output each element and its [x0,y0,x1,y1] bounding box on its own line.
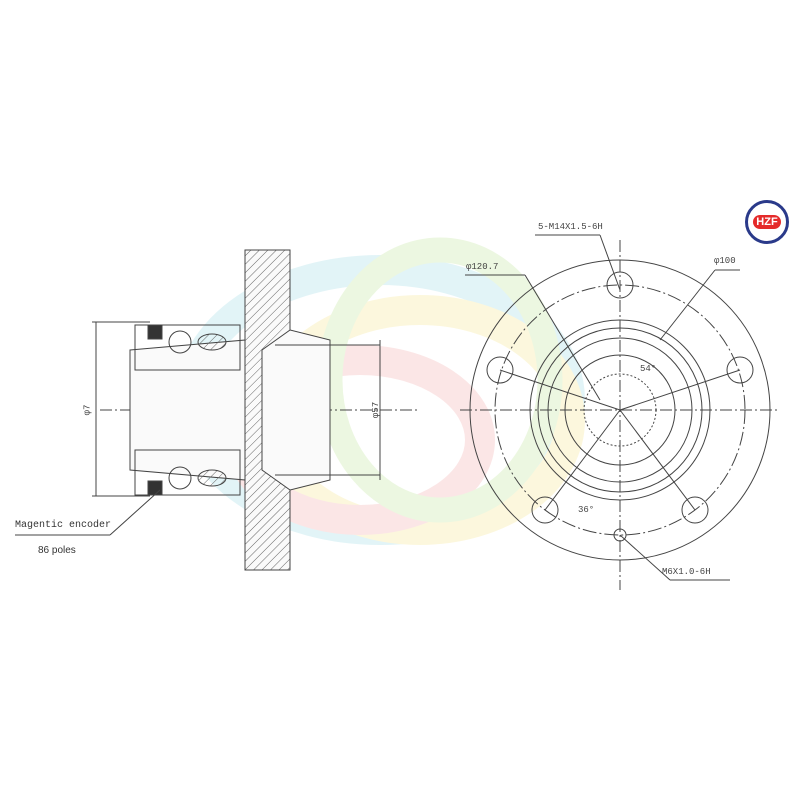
side-section-view [15,249,420,571]
hzf-logo: HZF [745,200,789,244]
small-thread-label: M6X1.0-6H [662,567,711,577]
encoder-label: Magentic encoder [15,520,112,531]
phi-100-label: φ100 [714,256,736,266]
front-view [460,234,780,590]
angle-top-label: 54° [640,364,657,374]
angle-bottom-label: 36° [578,505,595,515]
poles-label: 86 poles [38,545,76,556]
logo-text: HZF [753,215,781,229]
bolt-thread-label: 5-M14X1.5-6H [538,222,603,232]
phi-120-label: φ120.7 [466,262,499,272]
phi-57-dim: φ57 [371,401,382,419]
phi-left-dim: φ7 [82,404,93,416]
